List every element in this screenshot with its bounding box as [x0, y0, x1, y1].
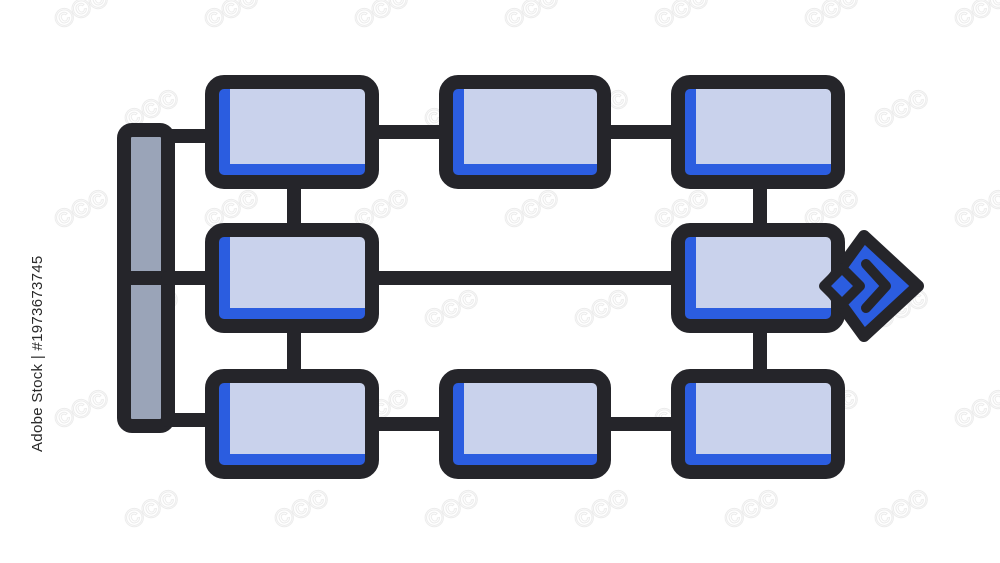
- connectors: [161, 125, 767, 431]
- box-3: [671, 75, 845, 189]
- watermark-mark: ©©©: [349, 0, 414, 35]
- box-8: [671, 369, 845, 479]
- watermark-mark: ©©©: [949, 182, 1000, 235]
- box-6-outline: [205, 369, 379, 479]
- box-1-fill: [230, 86, 368, 164]
- box-6-fill: [230, 380, 368, 454]
- watermark-mark: ©©©: [419, 282, 484, 335]
- watermark-mark: ©©©: [649, 0, 714, 35]
- watermark-mark: ©©©: [569, 482, 634, 535]
- box-7-fill: [464, 380, 600, 454]
- box-1-outline: [205, 75, 379, 189]
- box-8-outline: [671, 369, 845, 479]
- box-2-fill: [464, 86, 600, 164]
- watermark-mark: ©©©: [199, 0, 264, 35]
- arrow-chevron: [861, 259, 891, 313]
- watermark-text: Adobe Stock | #1973673745: [29, 255, 46, 452]
- box-2-outline: [439, 75, 611, 189]
- box-4-fill: [230, 234, 368, 308]
- watermark-mark: ©©©: [869, 82, 934, 135]
- box-1: [205, 75, 379, 189]
- box-7-outline: [439, 369, 611, 479]
- watermark-mark: ©©©: [119, 482, 184, 535]
- watermark-mark: ©©©: [49, 0, 114, 35]
- box-7: [439, 369, 611, 479]
- box-4-outline: [205, 223, 379, 333]
- box-4: [205, 223, 379, 333]
- watermark-mark: ©©©: [499, 0, 564, 35]
- watermark-mark: ©©©: [949, 0, 1000, 35]
- box-5-fill: [696, 234, 834, 308]
- box-5: [671, 223, 845, 333]
- process-boxes: [205, 75, 845, 479]
- watermark-mark: ©©©: [719, 482, 784, 535]
- watermark-mark: ©©©: [799, 0, 864, 35]
- box-3-outline: [671, 75, 845, 189]
- arrow-inner-diamond: [819, 263, 865, 309]
- watermark-mark: ©©©: [419, 482, 484, 535]
- box-8-fill: [696, 380, 834, 454]
- box-3-fill: [696, 86, 834, 164]
- watermark-mark: ©©©: [569, 282, 634, 335]
- watermark-mark: ©©©: [499, 182, 564, 235]
- watermark-mark: ©©©: [269, 482, 334, 535]
- watermark-mark: ©©©: [869, 482, 934, 535]
- box-6: [205, 369, 379, 479]
- watermark-mark: ©©©: [49, 182, 114, 235]
- watermark-mark: ©©©: [949, 382, 1000, 435]
- watermark-mark: ©©©: [49, 382, 114, 435]
- box-2: [439, 75, 611, 189]
- double-chevron-right-icon: [819, 230, 924, 342]
